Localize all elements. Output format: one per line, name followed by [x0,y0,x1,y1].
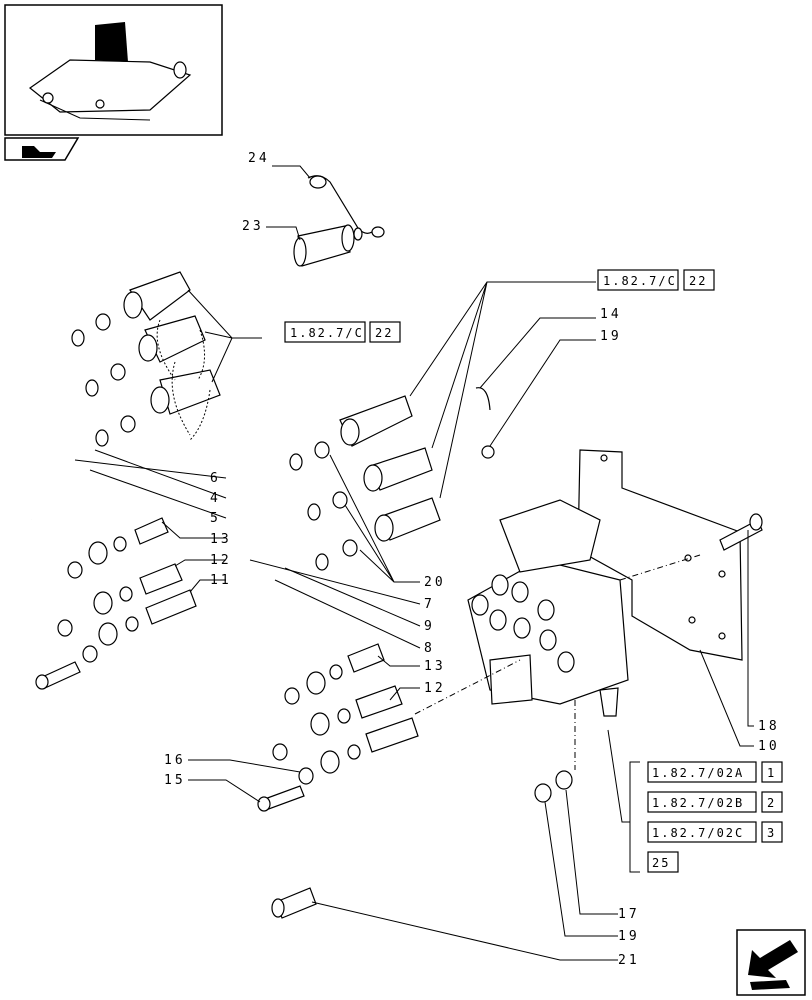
ref-02c-number: 3 [767,826,776,840]
reference-box-left[interactable]: 1.82.7/C 22 [284,321,401,343]
callout-12a: 12 [210,553,232,568]
callout-13b: 13 [424,659,446,674]
reference-box-25[interactable]: 25 [647,851,679,873]
callout-15: 15 [164,773,186,788]
next-page-arrow-icon[interactable] [736,929,806,996]
callout-labels: 24 23 14 19 6 4 5 13 12 11 20 7 9 8 13 1… [164,151,780,968]
callout-7: 7 [424,597,435,612]
middle-couplers-group [257,395,441,812]
callout-8: 8 [424,641,435,656]
control-valve-assembly [467,387,763,717]
reference-box-top[interactable]: 1.82.7/C 22 [597,269,715,291]
callout-4: 4 [210,491,221,506]
ref-top-label: 1.82.7/C [603,274,677,288]
callout-12b: 12 [424,681,446,696]
reference-bracket [629,761,640,873]
ref-02b-number: 2 [767,796,776,810]
callout-14: 14 [600,307,622,322]
part-19-washer [534,783,552,803]
callout-9: 9 [424,619,435,634]
callout-19b: 19 [618,929,640,944]
callout-19a: 19 [600,329,622,344]
part-17-washer [555,770,573,790]
ref-02c-label: 1.82.7/02C [652,826,744,840]
callout-6: 6 [210,471,221,486]
thumbnail-locator-icon[interactable] [4,4,223,136]
callout-23: 23 [242,219,264,234]
callout-20: 20 [424,575,446,590]
axis-line [619,554,701,581]
callout-18: 18 [758,719,780,734]
section-marker-icon[interactable] [4,137,80,161]
callout-16: 16 [164,753,186,768]
callout-5: 5 [210,511,221,526]
reference-box-02b[interactable]: 1.82.7/02B 2 [647,791,783,813]
ref-25-number: 25 [652,856,670,870]
ref-top-number: 22 [689,274,707,288]
part-21-end [271,898,285,918]
callout-13a: 13 [210,532,232,547]
reference-box-02c[interactable]: 1.82.7/02C 3 [647,821,783,843]
ref-02b-label: 1.82.7/02B [652,796,744,810]
part-24-shape [307,175,385,238]
callout-10: 10 [758,739,780,754]
callout-21: 21 [618,953,640,968]
left-couplers-group [30,271,221,690]
callout-24: 24 [248,151,270,166]
ref-left-label: 1.82.7/C [290,326,364,340]
ref-02a-label: 1.82.7/02A [652,766,744,780]
callout-11: 11 [210,573,232,588]
ref-02a-number: 1 [767,766,776,780]
part-23-shape [293,224,363,267]
leader-lines [74,165,754,961]
ref-left-number: 22 [375,326,393,340]
callout-17: 17 [618,907,640,922]
reference-box-02a[interactable]: 1.82.7/02A 1 [647,761,783,783]
